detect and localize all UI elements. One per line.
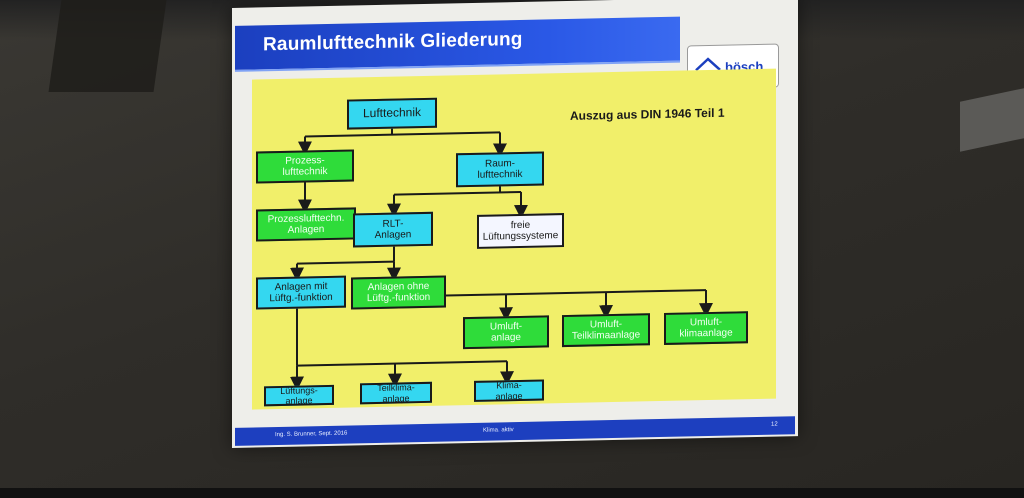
wall-fixture (960, 88, 1024, 152)
classification-diagram: Auszug aus DIN 1946 Teil 1 Lufttechnik P… (252, 68, 776, 410)
node-anlagen-ohne-lueftungsfunktion: Anlagen ohne Lüftg.-funktion (351, 275, 446, 310)
footer-page-number: 12 (771, 421, 778, 428)
node-klimaanlage: Klima- anlage (474, 379, 544, 402)
projected-slide: Raumlufttechnik Gliederung bösch (232, 0, 798, 449)
node-rlt-anlagen: RLT- Anlagen (353, 211, 433, 248)
node-prozesslufttechn-anlagen: Prozesslufttechn. Anlagen (256, 207, 356, 242)
connector-lines (290, 128, 713, 391)
node-prozesslufttechnik: Prozess- lufttechnik (256, 149, 354, 184)
node-anlagen-mit-lueftungsfunktion: Anlagen mit Lüftg.-funktion (256, 275, 346, 310)
node-freie-lueftungssysteme: freie Lüftungssysteme (477, 213, 564, 249)
node-raumlufttechnik: Raum- lufttechnik (456, 151, 544, 188)
ceiling-beam (48, 0, 167, 92)
footer-center-text: Klima. aktiv (483, 427, 514, 434)
footer-author: Ing. S. Brunner, Sept. 2016 (275, 430, 348, 439)
node-lufttechnik: Lufttechnik (347, 97, 437, 130)
slide-title: Raumlufttechnik Gliederung (263, 28, 523, 56)
node-lueftungsanlage: Lüftungs- anlage (264, 385, 334, 407)
node-teilklimaanlage: Teilklima- anlage (360, 381, 432, 405)
screen-bottom-edge (0, 488, 1024, 498)
node-umluft-teilklimaanlage: Umluft- Teilklimaanlage (562, 313, 650, 348)
slide-footer: Ing. S. Brunner, Sept. 2016 Klima. aktiv… (235, 416, 795, 446)
node-umluft-klimaanlage: Umluft- klimaanlage (664, 311, 748, 345)
node-umluftanlage: Umluft- anlage (463, 315, 549, 350)
